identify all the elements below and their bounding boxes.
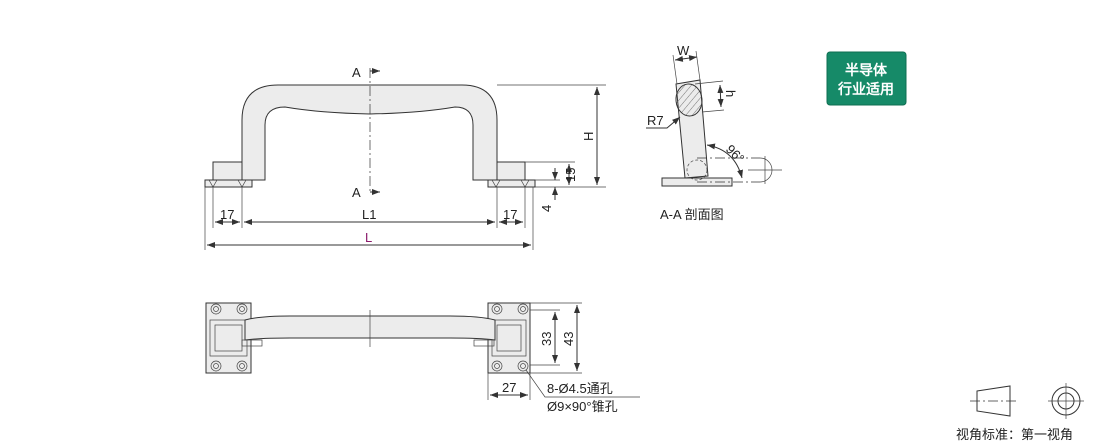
hole-leader-line: [525, 369, 640, 398]
hole-note-1: 8-Ø4.5通孔: [547, 381, 613, 396]
countersink-marks: [208, 179, 530, 188]
dim-plate-thickness: 4: [539, 205, 554, 212]
handle-body: [241, 84, 498, 181]
dim-l: L: [365, 230, 372, 245]
section-label-bottom: A: [352, 185, 361, 200]
first-angle-frustum-icon: [976, 385, 1011, 417]
section-view: W h R7 96° A-A 剖面图: [646, 43, 782, 222]
section-caption: A-A 剖面图: [660, 207, 724, 222]
left-plate: [204, 179, 253, 188]
screw-holes: [210, 303, 529, 372]
front-view: A A H 15 4 17 L1 17 L: [204, 65, 606, 250]
top-view: 33 43 27 8-Ø4.5通孔 Ø9×90°锥孔: [205, 302, 640, 414]
hole-note-2: Ø9×90°锥孔: [547, 399, 618, 414]
right-base-block: [495, 161, 526, 181]
dim-right-pad: 17: [503, 207, 517, 222]
dim-l1: L1: [362, 207, 376, 222]
section-hatch: [675, 83, 703, 117]
angle-label: 96°: [723, 142, 748, 167]
angle-arc: [706, 143, 743, 179]
right-plate: [487, 179, 536, 188]
dim-left-pad: 17: [220, 207, 234, 222]
badge-line-1: 半导体: [845, 62, 888, 78]
section-label-top: A: [352, 65, 361, 80]
dim-h-section: h: [723, 90, 738, 97]
badge-line-2: 行业适用: [837, 81, 894, 97]
dim-33: 33: [539, 332, 554, 346]
industry-badge: 半导体 行业适用: [826, 51, 907, 106]
dim-base-height: 15: [563, 168, 578, 182]
projection-symbol: 视角标准：第一视角: [956, 383, 1084, 442]
radius-label: R7: [647, 113, 664, 128]
dim-w: W: [677, 43, 690, 58]
dim-43: 43: [561, 332, 576, 346]
projection-label: 视角标准：第一视角: [956, 427, 1073, 442]
dim-h: H: [581, 132, 596, 141]
left-base-block: [212, 161, 244, 181]
dim-27: 27: [502, 380, 516, 395]
